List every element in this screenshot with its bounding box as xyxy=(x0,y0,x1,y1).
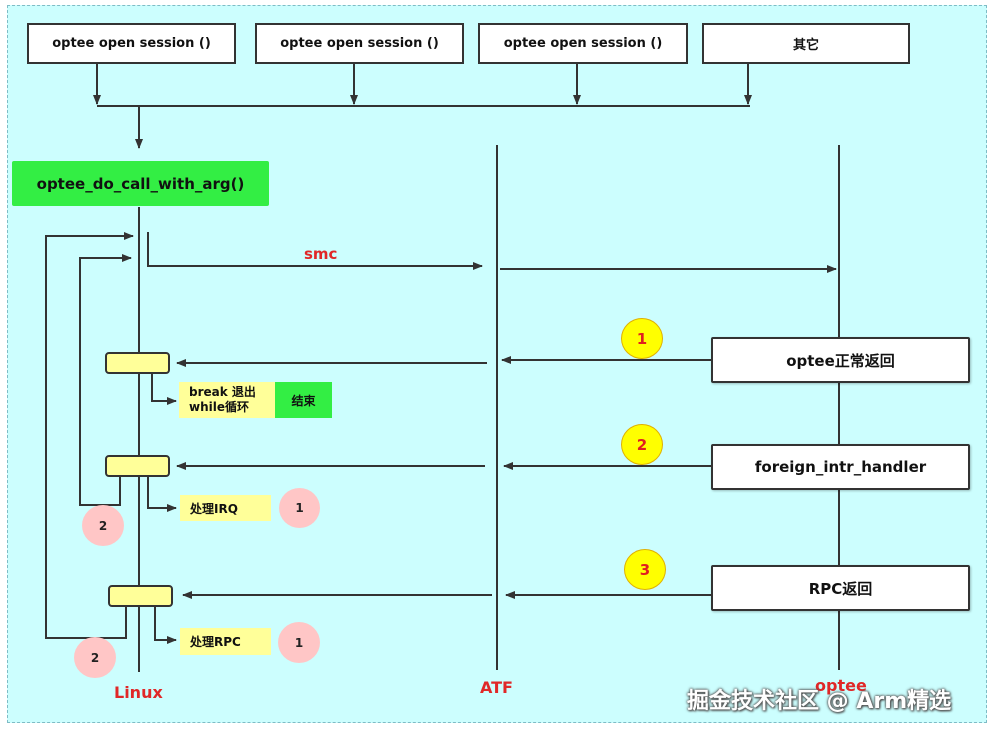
irq-step-badge: 1 xyxy=(279,488,320,528)
watermark: 掘金技术社区 @ Arm精选 xyxy=(687,689,952,714)
smc-arrow-linux-atf xyxy=(147,232,483,270)
activation-box-return-3 xyxy=(108,585,173,607)
foreign-intr-handler-box: foreign_intr_handler xyxy=(711,444,970,490)
irq-loop-badge: 2 xyxy=(82,505,124,546)
smc-label: smc xyxy=(304,245,338,263)
atf-label: ATF xyxy=(480,678,513,697)
optee-normal-return-label: optee正常返回 xyxy=(786,351,895,370)
branch-irq xyxy=(147,477,177,512)
irq-note-label: 处理IRQ xyxy=(190,501,238,516)
optee-normal-return-box: optee正常返回 xyxy=(711,337,970,383)
return-1-badge-text: 1 xyxy=(636,329,648,348)
rpc-note: 处理RPC xyxy=(180,628,271,655)
activation-box-return-2 xyxy=(105,455,170,477)
return-3-badge-text: 3 xyxy=(639,560,651,579)
call-with-arg-label: optee_do_call_with_arg() xyxy=(36,174,245,193)
break-note-line2: while循环 xyxy=(189,400,249,414)
caller-box-2: optee open session () xyxy=(255,23,464,64)
caller-box-4: 其它 xyxy=(702,23,910,64)
linux-label: Linux xyxy=(114,683,163,702)
break-note: break 退出 while循环 xyxy=(179,382,275,418)
activation-box-return-1 xyxy=(105,352,170,374)
rpc-return-label: RPC返回 xyxy=(808,579,873,598)
rpc-loop-badge: 2 xyxy=(74,637,116,678)
irq-note: 处理IRQ xyxy=(180,495,271,521)
irq-loop-badge-text: 2 xyxy=(98,518,108,533)
return-2-badge-text: 2 xyxy=(636,435,648,454)
rpc-loop-badge-text: 2 xyxy=(90,650,100,665)
return-2-badge: 2 xyxy=(621,424,663,465)
caller-box-4-label: 其它 xyxy=(792,38,819,53)
call-with-arg-box: optee_do_call_with_arg() xyxy=(12,161,269,206)
branch-break xyxy=(151,374,177,405)
caller-box-1: optee open session () xyxy=(27,23,236,64)
end-box: 结束 xyxy=(275,382,332,418)
rpc-step-badge: 1 xyxy=(278,622,320,663)
rpc-step-badge-text: 1 xyxy=(294,635,304,650)
loop-back-irq xyxy=(79,254,132,506)
irq-step-badge-text: 1 xyxy=(295,501,304,515)
branch-rpc xyxy=(154,607,177,644)
return-1-badge: 1 xyxy=(621,318,663,359)
optee-label: optee xyxy=(815,676,867,695)
caller-box-3-label: optee open session () xyxy=(503,36,663,51)
caller-box-1-label: optee open session () xyxy=(52,36,211,51)
foreign-intr-handler-label: foreign_intr_handler xyxy=(754,458,927,476)
rpc-note-label: 处理RPC xyxy=(190,635,241,649)
caller-box-3: optee open session () xyxy=(478,23,688,64)
rpc-return-box: RPC返回 xyxy=(711,565,970,611)
return-3-badge: 3 xyxy=(624,549,666,590)
loop-back-rpc xyxy=(45,232,134,639)
caller-box-2-label: optee open session () xyxy=(280,36,439,51)
end-label: 结束 xyxy=(291,393,316,408)
break-note-line1: break 退出 xyxy=(189,385,256,399)
